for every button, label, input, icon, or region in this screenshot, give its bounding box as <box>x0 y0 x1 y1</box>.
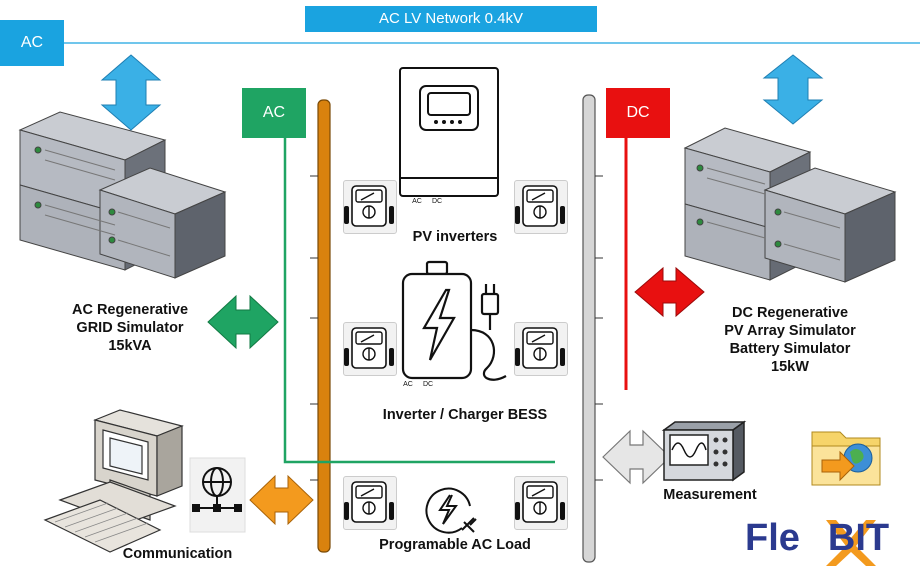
flexbit-logo-x <box>826 520 876 566</box>
network-globe-icon <box>192 467 242 512</box>
ac-symbol: AC <box>403 381 413 388</box>
grid-simulator-line: GRID Simulator <box>76 320 184 337</box>
communication-label: Communication <box>122 546 233 562</box>
network-title: AC LV Network 0.4kV <box>305 6 597 32</box>
ac-bus-bar <box>317 99 331 553</box>
dc-simulator-line: DC Regenerative <box>731 305 849 321</box>
dc-simulator-line: PV Array Simulator <box>724 323 856 340</box>
pv-inverter-icon <box>399 67 499 197</box>
oscilloscope-icon <box>661 420 747 482</box>
measurement-label: Measurement <box>663 487 757 503</box>
computer-icon <box>43 409 184 553</box>
logo-part-1: Fle <box>745 517 800 559</box>
grid-simulator-line: AC Regenerative <box>71 302 189 318</box>
dc-sim-arrow <box>634 266 705 318</box>
dc-network-arrow <box>762 54 824 125</box>
pv-inverters-label: PV inverters <box>412 229 498 245</box>
dc-bus-tag: DC <box>606 88 670 138</box>
dc-simulator-racks <box>683 127 897 283</box>
grid-simulator-line: 15kVA <box>108 338 152 355</box>
ac-grid-simulator-racks <box>18 111 227 279</box>
grid-sim-ac-arrow <box>207 294 279 350</box>
dc-simulator-line: Battery Simulator <box>729 341 851 358</box>
grid-network-arrow <box>100 54 162 131</box>
dc-bus-bar <box>582 94 596 563</box>
ac-load-label: Programable AC Load <box>379 537 531 553</box>
grid-simulator-label: AC Regenerative GRID Simulator 15kVA <box>40 301 220 355</box>
dc-simulator-line: 15kW <box>771 359 809 376</box>
bess-label: Inverter / Charger BESS <box>382 407 548 423</box>
dc-symbol: DC <box>422 381 434 388</box>
folder-icon <box>811 431 881 486</box>
ac-symbol: AC <box>412 198 422 205</box>
ac-corner-label: AC <box>0 20 64 66</box>
ac-feeder-line <box>283 138 555 464</box>
battery-icon <box>401 260 507 381</box>
ac-load-icon <box>425 487 477 534</box>
logo-part-2: BIT <box>827 517 890 559</box>
dc-simulator-label: DC Regenerative PV Array Simulator Batte… <box>690 304 890 377</box>
flexbit-logo: Fle BIT <box>745 508 920 568</box>
communication-arrow <box>249 474 314 526</box>
ac-bus-tag: AC <box>242 88 306 138</box>
dc-symbol: DC <box>431 198 443 205</box>
